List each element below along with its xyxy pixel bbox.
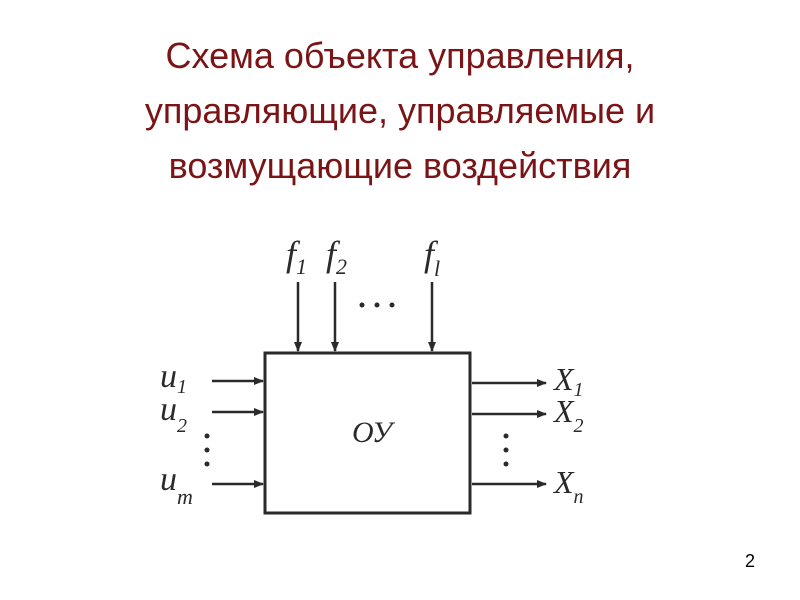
control-input-symbol-2: u [160, 391, 177, 428]
output-label-2: X2 [552, 393, 584, 437]
output-symbol-1: X [552, 361, 575, 397]
output-subscript-3: n [574, 486, 584, 508]
control-input-label-1: u1 [160, 358, 187, 398]
disturbance-label-2: f2 [326, 234, 347, 279]
disturbance-ellipsis [359, 302, 395, 308]
disturbance-label-3: fl [424, 234, 440, 281]
slide-title: Схема объекта управления, управляющие, у… [40, 28, 760, 193]
output-subscript-1: 1 [574, 379, 584, 401]
disturbance-subscript-2: 2 [336, 254, 347, 279]
control-input-ellipsis [204, 433, 210, 467]
title-line-2: управляющие, управляемые и [144, 90, 656, 131]
control-input-label-2: u2 [160, 391, 187, 437]
title-line-3: возмущающие воздействия [168, 145, 632, 186]
output-label-1: X1 [552, 361, 584, 401]
control-input-subscript-2: 2 [177, 415, 187, 437]
output-label-3: Xn [552, 464, 584, 508]
title-line-1: Схема объекта управления, [165, 35, 635, 76]
output-symbol-2: X [552, 393, 575, 429]
control-input-subscript-3: m [177, 484, 193, 509]
control-input-subscript-1: 1 [177, 376, 187, 398]
control-object-block [263, 351, 472, 515]
control-input-symbol-3: u [160, 461, 177, 498]
control-input-label-3: um [160, 461, 193, 509]
output-ellipsis [503, 433, 509, 467]
control-input-symbol-1: u [160, 358, 177, 395]
block-label: ОУ [352, 416, 396, 449]
page-number: 2 [744, 551, 755, 571]
disturbance-subscript-3: l [434, 256, 440, 281]
disturbance-subscript-1: 1 [296, 254, 307, 279]
output-symbol-3: X [552, 464, 575, 500]
output-subscript-2: 2 [574, 415, 584, 437]
disturbance-label-1: f1 [286, 234, 307, 279]
